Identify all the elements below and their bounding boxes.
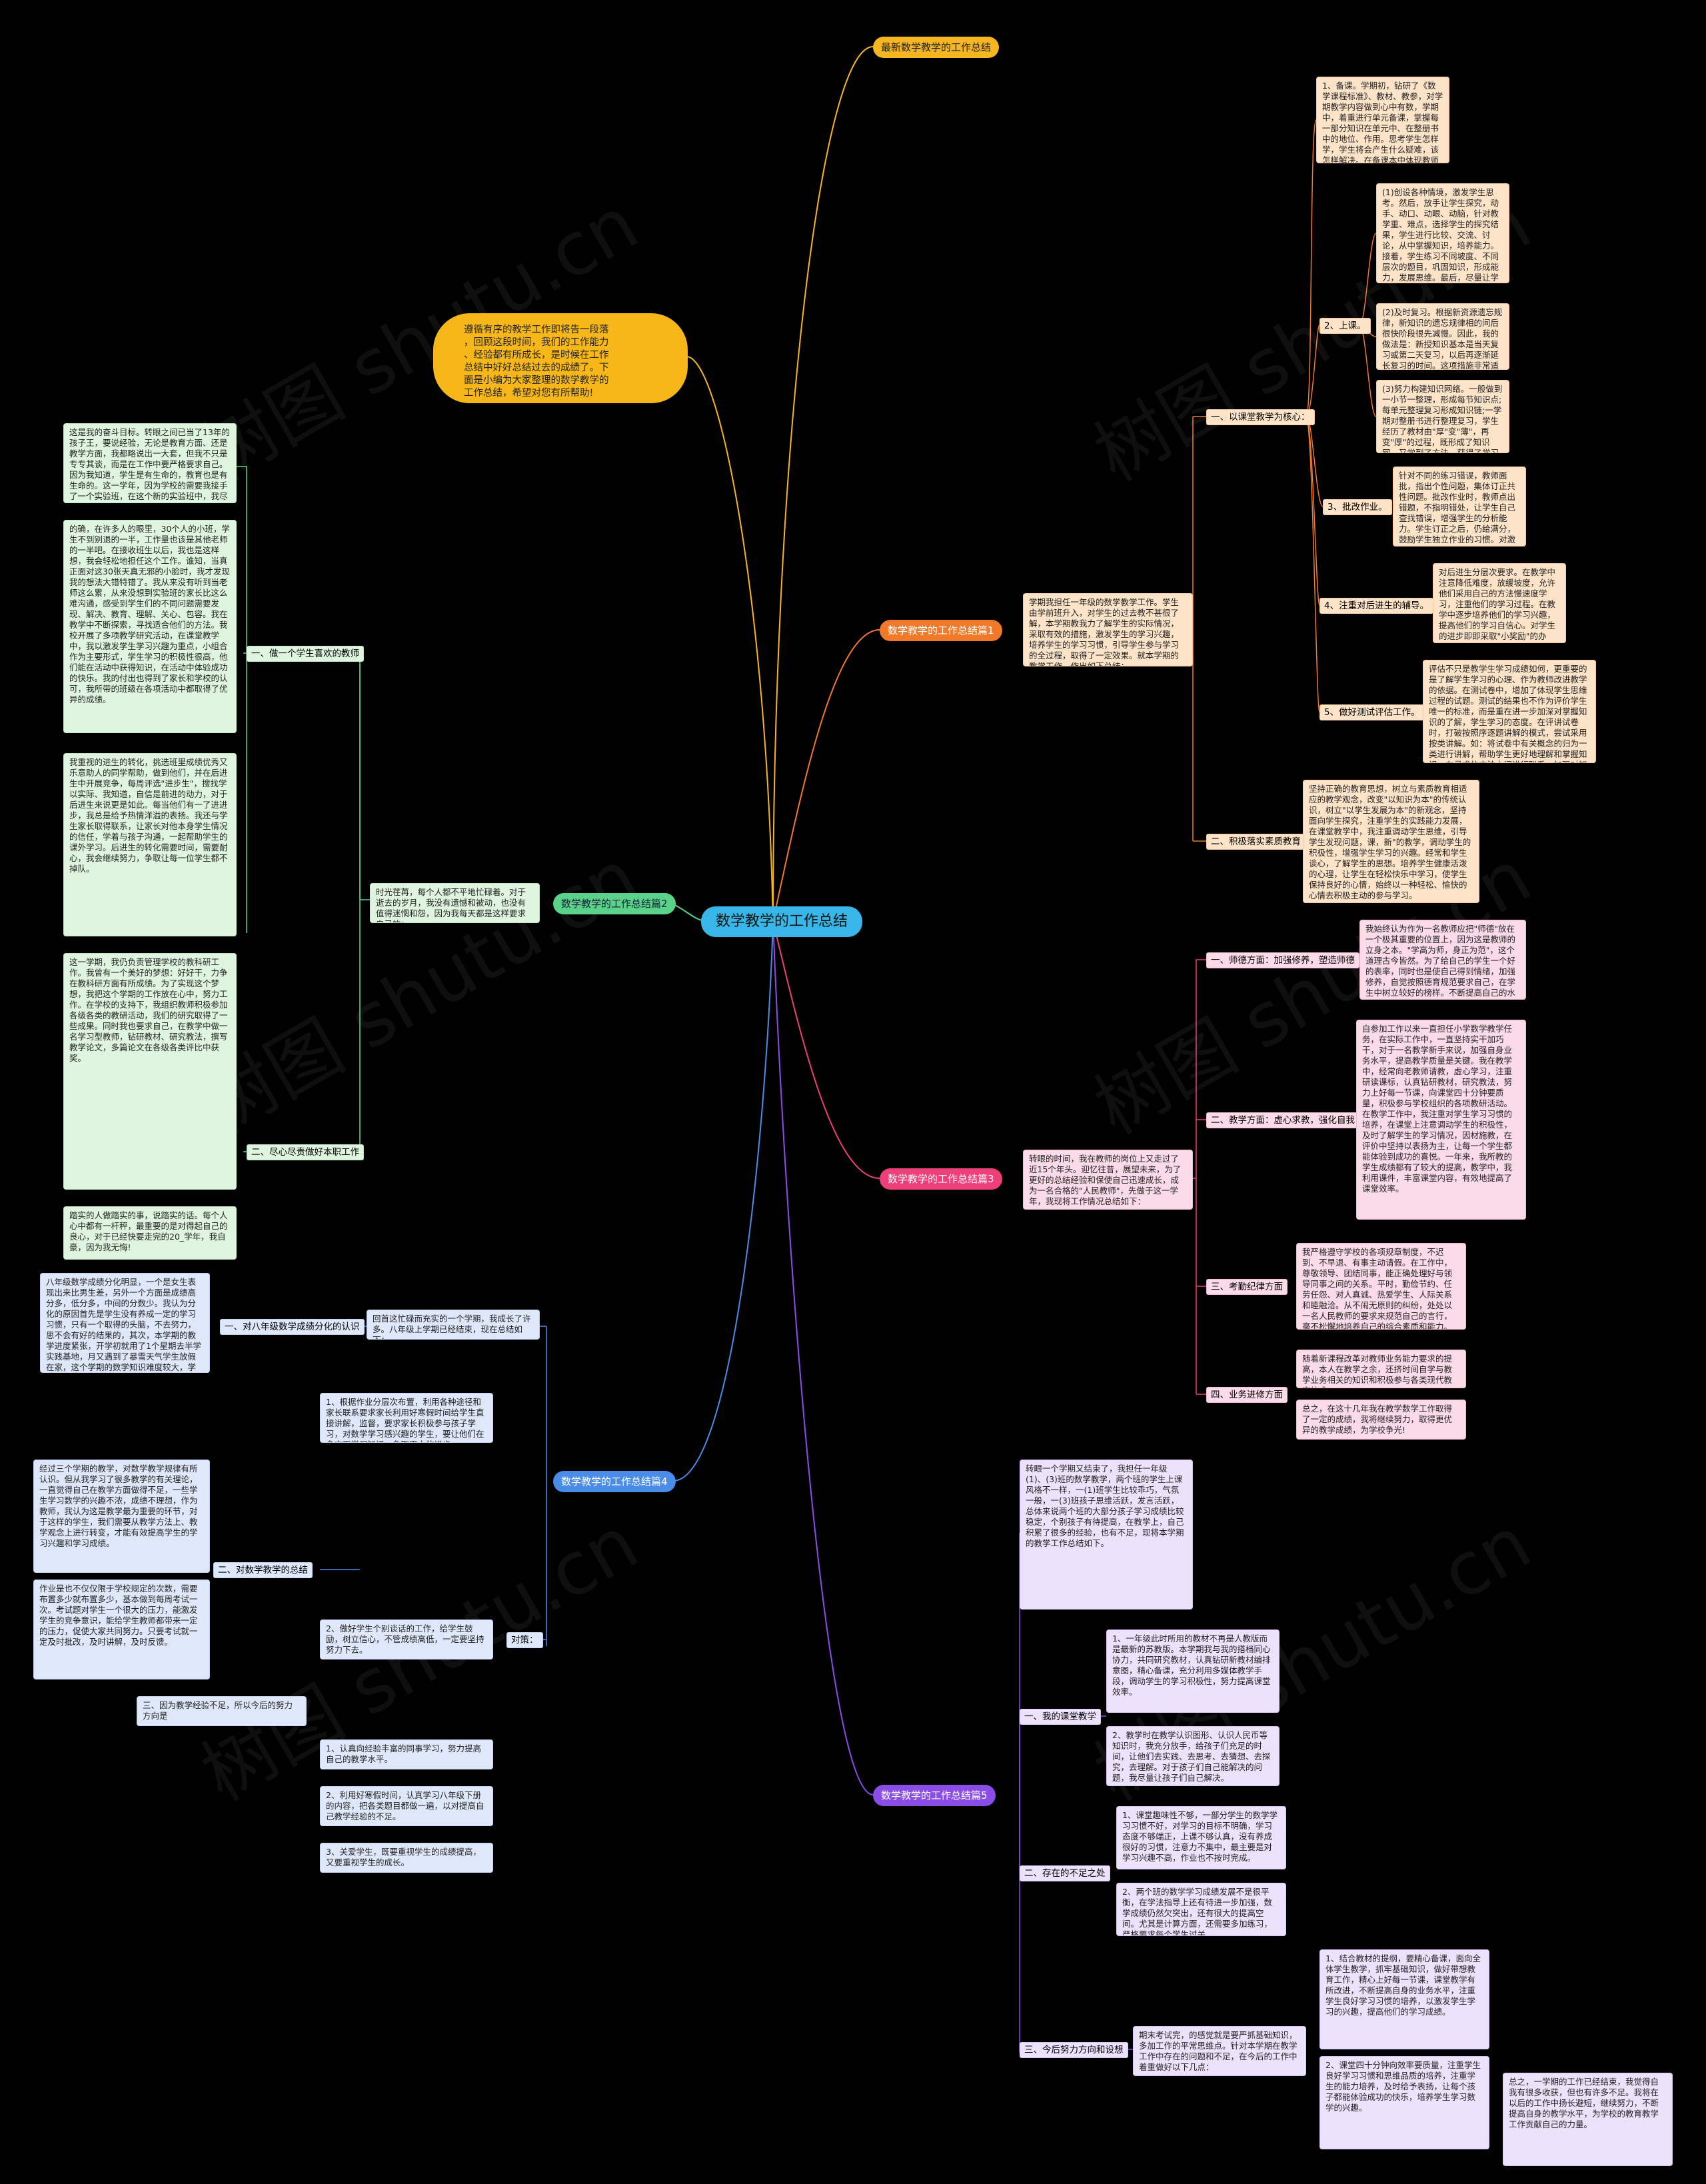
b4-intro: 回首这忙碌而充实的一个学期，我成长了许多。八年级上学期已经结束，现在总结如下： bbox=[367, 1310, 540, 1340]
b3-development[interactable]: 四、业务进修方面 bbox=[1206, 1387, 1287, 1403]
b4-measures[interactable]: 对策： bbox=[506, 1632, 543, 1648]
b4-summary-c: 三、因为教学经验不足，所以今后的努力方向是 bbox=[137, 1696, 307, 1726]
b1-quality-ed[interactable]: 二、积极落实素质教育 bbox=[1206, 834, 1305, 850]
b3-teaching[interactable]: 二、教学方面：虚心求教，强化自我 bbox=[1206, 1112, 1359, 1128]
b3-intro: 转眼的时间，我在教师的岗位上又走过了近15个年头。迎忆往昔，展望未来，为了更好的… bbox=[1023, 1150, 1193, 1210]
b2-liked-b: 的确，在许多人的眼里，30个人的小班，学生不到别退的一半，工作量也该是其他老师的… bbox=[63, 520, 237, 733]
b5-direction-b: 2、课堂四十分钟向效率要质量，注重学生良好学习习惯和思维品质的培养，注重学生的能… bbox=[1319, 2056, 1489, 2149]
b3-attendance[interactable]: 三、考勤纪律方面 bbox=[1206, 1279, 1287, 1295]
b1-prep: 1、备课。学期初，钻研了《数学课程标准》、教材、教参，对学期教学内容做到心中有数… bbox=[1316, 77, 1449, 163]
b1-tutoring-a: 对后进生分层次要求。在教学中注意降低难度，放缓坡度，允许他们采用自己的方法慢速度… bbox=[1433, 563, 1566, 643]
b1-homework[interactable]: 3、批改作业。 bbox=[1323, 499, 1392, 515]
b2-intro: 时光荏苒，每个人都不平地忙碌着。对于逝去的岁月，我没有遗憾和被动，也没有值得迷惘… bbox=[370, 883, 540, 923]
b3-development-a: 随着新课程改革对教师业务能力要求的提高，本人在教学之余，还挤时间自学与教学业务相… bbox=[1296, 1350, 1466, 1388]
b5-classroom-b: 2、教学时在教学认识图形、认识人民币等知识时，我充分放手，给孩子们充足的时间，让… bbox=[1106, 1726, 1280, 1786]
b3-teaching-a: 自参加工作以来一直担任小学数学教学任务，在实际工作中，一直坚持实干加巧干，对于一… bbox=[1356, 1020, 1526, 1220]
b1-quality-ed-a: 坚持正确的教育思想，树立与素质教育相适应的教学观念，改变"以知识为本"的传统认识… bbox=[1303, 780, 1479, 903]
b4-split[interactable]: 一、对八年级数学成绩分化的认识 bbox=[220, 1319, 365, 1335]
b5-direction-a: 1、结合教材的提纲，要精心备课，面向全体学生教学，抓牢基础知识，做好带想教育工作… bbox=[1319, 1949, 1489, 2049]
b5-shortcomings-b: 2、两个班的数学学习成绩发展不是很平衡，在学法指导上还有待进一步加强，数学成绩仍… bbox=[1116, 1883, 1286, 1936]
branch-5[interactable]: 数学教学的工作总结篇5 bbox=[873, 1785, 996, 1806]
branch-3[interactable]: 数学教学的工作总结篇3 bbox=[880, 1168, 1002, 1190]
b1-assessment[interactable]: 5、做好测试评估工作。 bbox=[1319, 704, 1425, 720]
b3-ethics-a: 我始终认为作为一名教师应把"师德"放在一个极其重要的位置上，因为这是教师的立身之… bbox=[1359, 920, 1526, 1000]
b5-direction-intro: 期末考试完，的感觉就是要严抓基础知识，多加工作的平常思维点。针对本学期在教学工作… bbox=[1133, 2026, 1306, 2076]
branch-latest[interactable]: 最新数学教学的工作总结 bbox=[873, 37, 1000, 58]
b2-duty-a: 这一学期，我仍负责管理学校的教科研工作。我曾有一个美好的梦想：好好干，力争在教科… bbox=[63, 953, 237, 1190]
b4-summary-b: 作业是也不仅仅限于学校规定的次数，需要布置多少就布置多少，基本做到每周考试一次。… bbox=[33, 1580, 210, 1679]
b2-duty[interactable]: 二、尽心尽责做好本职工作 bbox=[247, 1144, 364, 1160]
b1-class-c: (3)努力构建知识网络。一般做到一小节一整理，形成每节知识点;每单元整理复习形成… bbox=[1376, 380, 1509, 453]
branch-4[interactable]: 数学教学的工作总结篇4 bbox=[553, 1471, 676, 1492]
b4-split-a: 八年级数学成绩分化明显，一个是女生表现出来比男生差，另外一个方面是成绩高分多，低… bbox=[40, 1273, 210, 1373]
b4-measure-4: 2、利用好寒假时间，认真学习八年级下册的内容，把各类题目都做一遍，以对提高自己教… bbox=[320, 1786, 493, 1826]
b1-assessment-a: 评估不只是教学生学习成绩如何，更重要的是了解学生学习的心理、作为教师改进教学的依… bbox=[1423, 660, 1596, 763]
root-node[interactable]: 数学教学的工作总结 bbox=[701, 906, 863, 937]
intro-bubble: 遵循有序的教学工作即将告一段落 ，回顾这段时间，我们的工作能力 、经验都有所成长… bbox=[433, 313, 688, 403]
b1-tutoring[interactable]: 4、注重对后进生的辅导。 bbox=[1319, 598, 1434, 614]
b5-intro: 转眼一个学期又结束了，我担任一年级(1)、(3)班的数学教学，两个班的学生上课风… bbox=[1020, 1460, 1193, 1610]
b1-homework-a: 针对不同的练习错误，教师面批，指出个性问题，集体订正共性问题。批改作业时，教师点… bbox=[1393, 467, 1526, 546]
b5-classroom-a: 1、一年级此时所用的教材不再是人教版而是最新的苏教版。本学期我与我的搭档同心协力… bbox=[1106, 1630, 1280, 1713]
b1-class[interactable]: 2、上课。 bbox=[1319, 318, 1371, 334]
branch-1[interactable]: 数学教学的工作总结篇1 bbox=[880, 620, 1002, 641]
b1-class-a: (1)创设各种情境，激发学生思考。然后，放手让学生探究，动手、动口、动眼、动脑，… bbox=[1376, 183, 1509, 283]
b1-core-teaching[interactable]: 一、以课堂教学为核心： bbox=[1206, 409, 1315, 425]
b4-measure-5: 3、关爱学生，既要重视学生的成绩提高，又要重视学生的成长。 bbox=[320, 1843, 493, 1873]
b5-classroom[interactable]: 一、我的课堂教学 bbox=[1020, 1709, 1101, 1725]
branch-2[interactable]: 数学教学的工作总结篇2 bbox=[553, 893, 676, 914]
b5-direction[interactable]: 三、今后努力方向和设想 bbox=[1020, 2042, 1128, 2058]
b4-measure-2: 2、做好学生个别谈话的工作，给学生鼓励，树立信心，不管成绩高低，一定要坚持努力下… bbox=[320, 1620, 493, 1659]
b3-development-b: 总之，在这十几年我在教学数学工作取得了一定的成绩，我将继续努力，取得更优异的教学… bbox=[1296, 1400, 1466, 1440]
b5-shortcomings-a: 1、课堂趣味性不够，一部分学生的数学学习习惯不好，对学习的目标不明确，学习态度不… bbox=[1116, 1806, 1286, 1869]
b4-summary-a: 经过三个学期的教学，对数学教学规律有所认识。但从我学习了很多教学的有关理论，一直… bbox=[33, 1460, 210, 1573]
b4-measure-3: 1、认真向经验丰富的同事学习，努力提高自己的教学水平。 bbox=[320, 1739, 493, 1769]
b2-liked-c: 我重视的进生的转化，挑选班里成绩优秀又乐意助人的同学帮助，做到他们，并在后进生中… bbox=[63, 753, 237, 936]
b4-measure-1: 1、根据作业分层次布置，利用各种途径和家长联系要求家长利用好寒假时间给学生直接讲… bbox=[320, 1393, 493, 1443]
b3-attendance-a: 我严格遵守学校的各项规章制度，不迟到、不早退、有事主动请假。在工作中，尊敬领导、… bbox=[1296, 1243, 1466, 1330]
b1-class-b: (2)及时复习。根据新资源遗忘规律，新知识的遗忘规律相的间后很快阶段很先减慢。因… bbox=[1376, 303, 1509, 370]
b5-conclusion: 总之，一学期的工作已经结束，我觉得自我有很多收获，但也有许多不足。我将在以后的工… bbox=[1503, 2073, 1673, 2166]
b1-intro: 学期我担任一年级的数学教学工作。学生由学前班升入，对学生的过去教不甚很了解，本学… bbox=[1023, 593, 1193, 666]
b5-shortcomings[interactable]: 二、存在的不足之处 bbox=[1020, 1865, 1110, 1881]
b2-liked-teacher[interactable]: 一、做一个学生喜欢的教师 bbox=[247, 646, 364, 662]
b4-summary[interactable]: 二、对数学教学的总结 bbox=[213, 1562, 313, 1578]
b3-ethics[interactable]: 一、师德方面：加强修养，塑造师德 bbox=[1206, 952, 1359, 968]
b2-liked-a: 这是我的奋斗目标。转眼之间已当了13年的孩子王，要说经验，无论是教育方面、还是教… bbox=[63, 423, 237, 503]
b2-duty-b: 踏实的人做踏实的事，说踏实的话。每个人心中都有一杆秤，最重要的是对得起自己的良心… bbox=[63, 1206, 237, 1260]
